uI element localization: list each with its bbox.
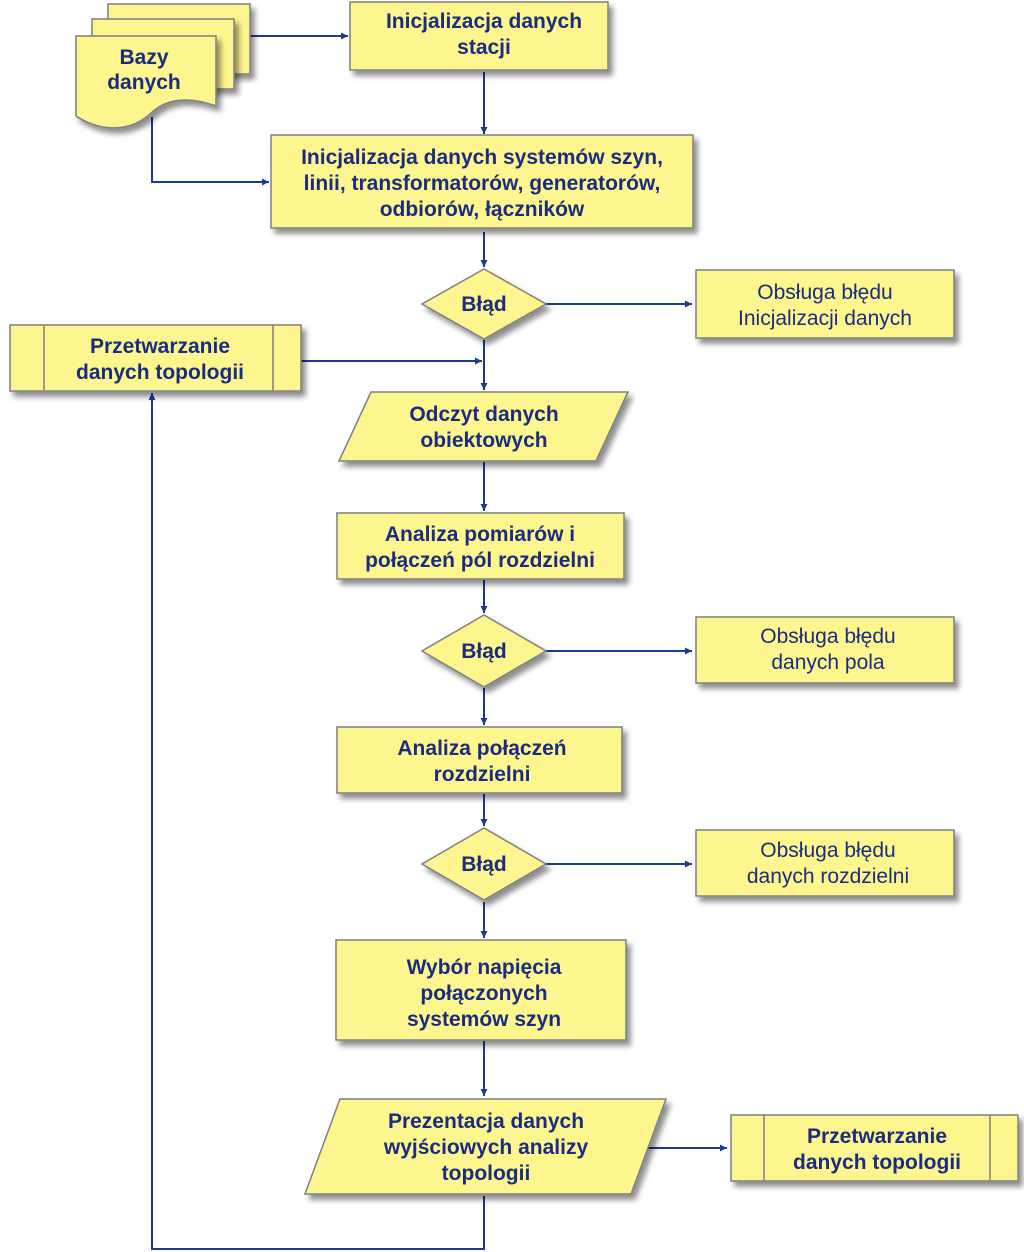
document-sheet-front [75,35,217,129]
process-switchgear-connections: Analiza połączeń rozdzielni [336,726,623,794]
node-text-line: stacji [457,36,511,59]
node-text-line: obiektowych [420,429,547,452]
node-text-line: Odczyt danych [409,403,558,426]
node-text-line: rozdzielni [434,763,531,786]
node-text-line: Inicjalizacja danych [386,10,582,33]
node-text: Przetwarzanie danych topologii [76,335,244,384]
node-text: Analiza połączeń rozdzielni [397,737,566,786]
node-text: Błąd [461,853,507,876]
node-text-line: systemów szyn [407,1008,561,1031]
process-station-init: Inicjalizacja danych stacji [349,1,609,71]
node-text-line: Inicjalizacja danych systemów szyn, [301,146,663,169]
node-text-line: topologii [442,1162,531,1185]
node-text-line: danych pola [771,651,885,674]
error-handler-field: Obsługa błędu danych pola [695,616,955,684]
node-text-line: Bazy [119,46,168,69]
decision-error-1: Błąd [420,268,548,340]
node-text-line: Błąd [461,640,507,663]
node-text-line: Analiza połączeń [397,737,566,760]
node-text-line: połączeń pól rozdzielni [365,549,595,572]
node-text-line: Przetwarzanie [807,1125,947,1148]
node-text-line: danych rozdzielni [747,865,909,888]
connectors [148,32,727,1250]
node-text-line: danych [107,71,181,94]
node-text-line: Prezentacja danych [388,1110,584,1133]
arrow-loop-back-to-topology1 [148,393,485,1250]
node-text: Przetwarzanie danych topologii [793,1125,961,1174]
node-text: Inicjalizacja danych stacji [386,10,582,59]
node-text-line: Obsługa błędu [760,625,895,648]
node-text-line: Wybór napięcia [407,956,562,979]
node-text-line: Obsługa błędu [757,281,892,304]
node-text-line: Analiza pomiarów i [385,523,575,546]
io-output-presentation: Prezentacja danych wyjściowych analizy top… [303,1098,668,1195]
process-systems-init: Inicjalizacja danych systemów szyn, linii… [270,134,694,229]
node-text-line: Inicjalizacji danych [738,307,912,330]
arrow-db-to-systems [151,117,269,186]
node-text: Obsługa błędu danych pola [760,625,895,674]
node-text-line: Błąd [461,293,507,316]
node-text: Inicjalizacja danych systemów szyn, linii… [301,146,663,221]
process-measurement-analysis: Analiza pomiarów i połączeń pól rozdzieln… [336,512,625,580]
node-text-line: Błąd [461,853,507,876]
node-text-line: odbiorów, łączników [380,198,585,221]
node-text: Wybór napięcia połączonych systemów szyn [407,956,562,1031]
decision-error-2: Błąd [420,614,548,688]
process-voltage-selection: Wybór napięcia połączonych systemów szyn [335,939,627,1041]
predefined-process-topology-right: Przetwarzanie danych topologii [730,1114,1019,1182]
node-text-line: wyjściowych analizy [383,1136,589,1159]
node-text: Błąd [461,640,507,663]
node-text-line: danych topologii [793,1151,961,1174]
node-text-line: linii, transformatorów, generatorów, [304,172,661,195]
node-text-line: danych topologii [76,361,244,384]
node-text: Obsługa błędu danych rozdzielni [747,839,909,888]
predefined-process-topology-left: Przetwarzanie danych topologii [9,324,302,392]
node-text: Prezentacja danych wyjściowych analizy top… [383,1110,589,1185]
node-text-line: Przetwarzanie [90,335,230,358]
node-text-line: Obsługa błędu [760,839,895,862]
node-text: Analiza pomiarów i połączeń pól rozdzieln… [365,523,595,572]
error-handler-switchgear: Obsługa błędu danych rozdzielni [695,829,955,897]
node-text-line: połączonych [420,982,547,1005]
node-text: Błąd [461,293,507,316]
decision-error-3: Błąd [420,827,548,901]
io-read-object-data: Odczyt danych obiektowych [337,391,630,462]
node-text: Odczyt danych obiektowych [409,403,558,452]
